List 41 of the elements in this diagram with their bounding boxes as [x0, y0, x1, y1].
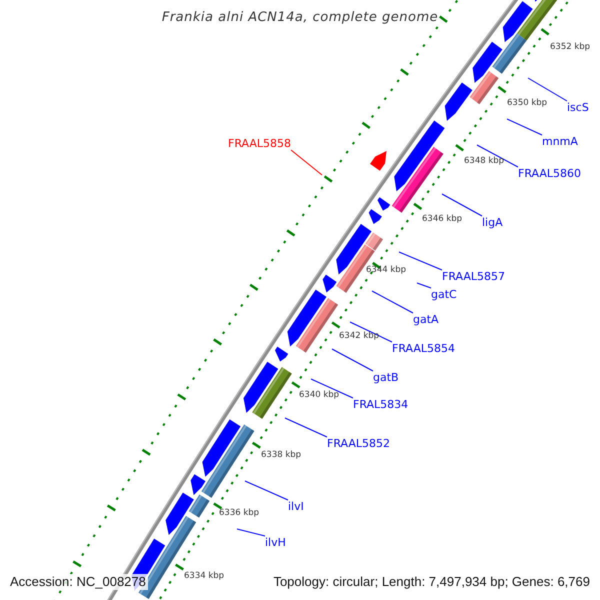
scale-label: 6344 kbp — [366, 264, 406, 276]
leader-line — [350, 322, 392, 342]
scale-label: 6338 kbp — [261, 450, 302, 460]
scale-label: 6350 kbp — [507, 98, 548, 108]
leader-line — [244, 480, 288, 500]
gene-label: iscS — [567, 100, 589, 114]
gene-label: gatB — [373, 370, 399, 384]
scale-label: 6336 kbp — [219, 508, 260, 518]
scale-label: 6348 kbp — [464, 156, 504, 166]
leader-line — [442, 194, 482, 216]
gene-label: FRAAL5860 — [518, 166, 582, 180]
gene-label: FRAAL5857 — [442, 270, 506, 282]
gene-label: gatC — [431, 288, 457, 300]
gene-label: ilvH — [265, 536, 286, 548]
gene-label: FRAL5834 — [353, 398, 408, 410]
leader-line — [416, 282, 432, 288]
leader-line — [290, 150, 322, 176]
leader-line — [398, 252, 442, 270]
leader-line — [332, 348, 374, 372]
scale-label: 6346 kbp — [422, 214, 462, 224]
gene-label: FRAAL5854 — [392, 342, 456, 354]
scale-label: 6342 kbp — [339, 330, 380, 342]
genome-summary-text: Topology: circular; Length: 7,497,934 bp; Genes: 6,769 — [271, 574, 592, 590]
leader-line — [506, 118, 542, 136]
accession-text: Accession: NC_008278 — [8, 574, 148, 590]
leader-line — [284, 418, 328, 438]
leader-line — [476, 144, 518, 168]
gene-label: mnmA — [542, 134, 578, 148]
scale-label: 6352 kbp — [550, 42, 590, 52]
gene-label: FRAAL5858 — [228, 136, 292, 150]
leader-line — [372, 290, 414, 314]
scale-label: 6334 kbp — [184, 570, 224, 582]
map-title: Frankia alni ACN14a, complete genome — [160, 10, 440, 26]
leader-line — [310, 378, 354, 398]
gene-label: gatA — [413, 312, 439, 326]
leader-line — [528, 78, 568, 102]
leader-line — [236, 528, 266, 536]
gene-label: FRAAL5852 — [327, 436, 390, 450]
scale-label: 6340 kbp — [299, 390, 340, 400]
gene-label: ligA — [482, 216, 503, 228]
gene-label: ilvI — [288, 500, 304, 512]
